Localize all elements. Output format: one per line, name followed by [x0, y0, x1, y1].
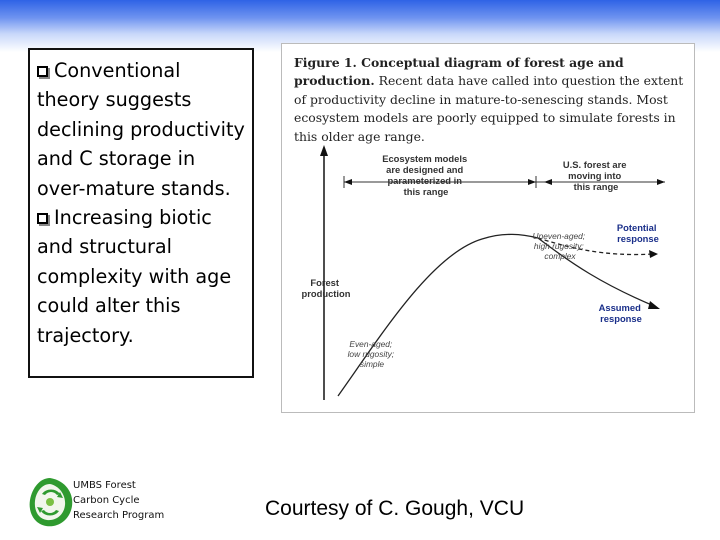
uneven-label-line: complex: [544, 251, 576, 261]
production-label: Forest production: [302, 277, 351, 299]
conceptual-diagram-figure: Figure 1. Conceptual diagram of forest a…: [281, 43, 695, 413]
logo-line-1: UMBS Forest: [73, 480, 136, 491]
ecosystem-label-line: this range: [404, 186, 449, 197]
leaf-cycle-logo-icon: [29, 478, 73, 527]
logo-line-2: Carbon Cycle: [73, 495, 140, 506]
production-label-line: production: [302, 288, 351, 299]
uneven-aged-label: Uneven-aged; high rugosity; complex: [533, 231, 588, 261]
bullet-item-1: Conventional theory suggests declining p…: [37, 56, 246, 203]
umbs-logo: [24, 474, 76, 530]
ecosystem-label-line: Ecosystem models: [382, 153, 467, 164]
production-label-line: Forest: [310, 277, 339, 288]
even-aged-label: Even-aged; low rugosity; simple: [348, 339, 397, 369]
ecosystem-range-right-arrow: [528, 179, 536, 185]
caption-title: Figure 1. Conceptual diagram of forest a…: [294, 55, 624, 89]
figure-caption: Figure 1. Conceptual diagram of forest a…: [294, 54, 689, 146]
assumed-response-curve: [537, 237, 655, 307]
checkbox-bullet-icon: [37, 213, 48, 225]
potential-label-line: Potential: [617, 222, 657, 233]
summary-text-box: Conventional theory suggests declining p…: [28, 48, 254, 378]
potential-label: Potential response: [617, 222, 659, 244]
caption-body: Recent data have called into question th…: [294, 73, 684, 144]
assumed-label-line: Assumed: [599, 302, 641, 313]
ecosystem-label: Ecosystem models are designed and parame…: [382, 153, 470, 197]
even-label-line: Even-aged;: [349, 339, 393, 349]
usforest-range-left-arrow: [544, 179, 552, 185]
even-label-line: low rugosity;: [348, 349, 395, 359]
bullet-text: Conventional theory suggests declining p…: [37, 59, 245, 200]
assumed-response-arrowhead: [648, 301, 660, 309]
y-axis-arrowhead: [320, 145, 328, 156]
even-label-line: simple: [360, 359, 385, 369]
assumed-label-line: response: [600, 313, 642, 324]
bullet-text: Increasing biotic and structural complex…: [37, 206, 232, 347]
ecosystem-range-left-arrow: [344, 179, 352, 185]
ecosystem-label-line: are designed and: [386, 164, 463, 175]
courtesy-credit: Courtesy of C. Gough, VCU: [265, 497, 525, 520]
bullet-item-2: Increasing biotic and structural complex…: [37, 203, 246, 350]
usforest-label-line: U.S. forest are: [563, 159, 627, 170]
logo-text: UMBS Forest Carbon Cycle Research Progra…: [73, 478, 164, 523]
logo-line-3: Research Program: [73, 510, 165, 521]
checkbox-bullet-icon: [37, 66, 48, 77]
uneven-label-line: high rugosity;: [534, 241, 584, 251]
potential-response-arrowhead: [649, 250, 658, 258]
uneven-label-line: Uneven-aged;: [533, 231, 586, 241]
potential-response-curve: [537, 237, 655, 256]
usforest-label: U.S. forest are moving into this range: [563, 159, 629, 192]
ecosystem-label-line: parameterized in: [387, 175, 462, 186]
usforest-label-line: moving into: [568, 170, 621, 181]
assumed-label: Assumed response: [599, 302, 644, 324]
production-curve: [337, 233, 539, 397]
forest-age-production-diagram: Ecosystem models are designed and parame…: [302, 145, 665, 400]
usforest-label-line: this range: [574, 181, 619, 192]
usforest-range-right-arrow: [657, 179, 665, 185]
potential-label-line: response: [617, 233, 659, 244]
